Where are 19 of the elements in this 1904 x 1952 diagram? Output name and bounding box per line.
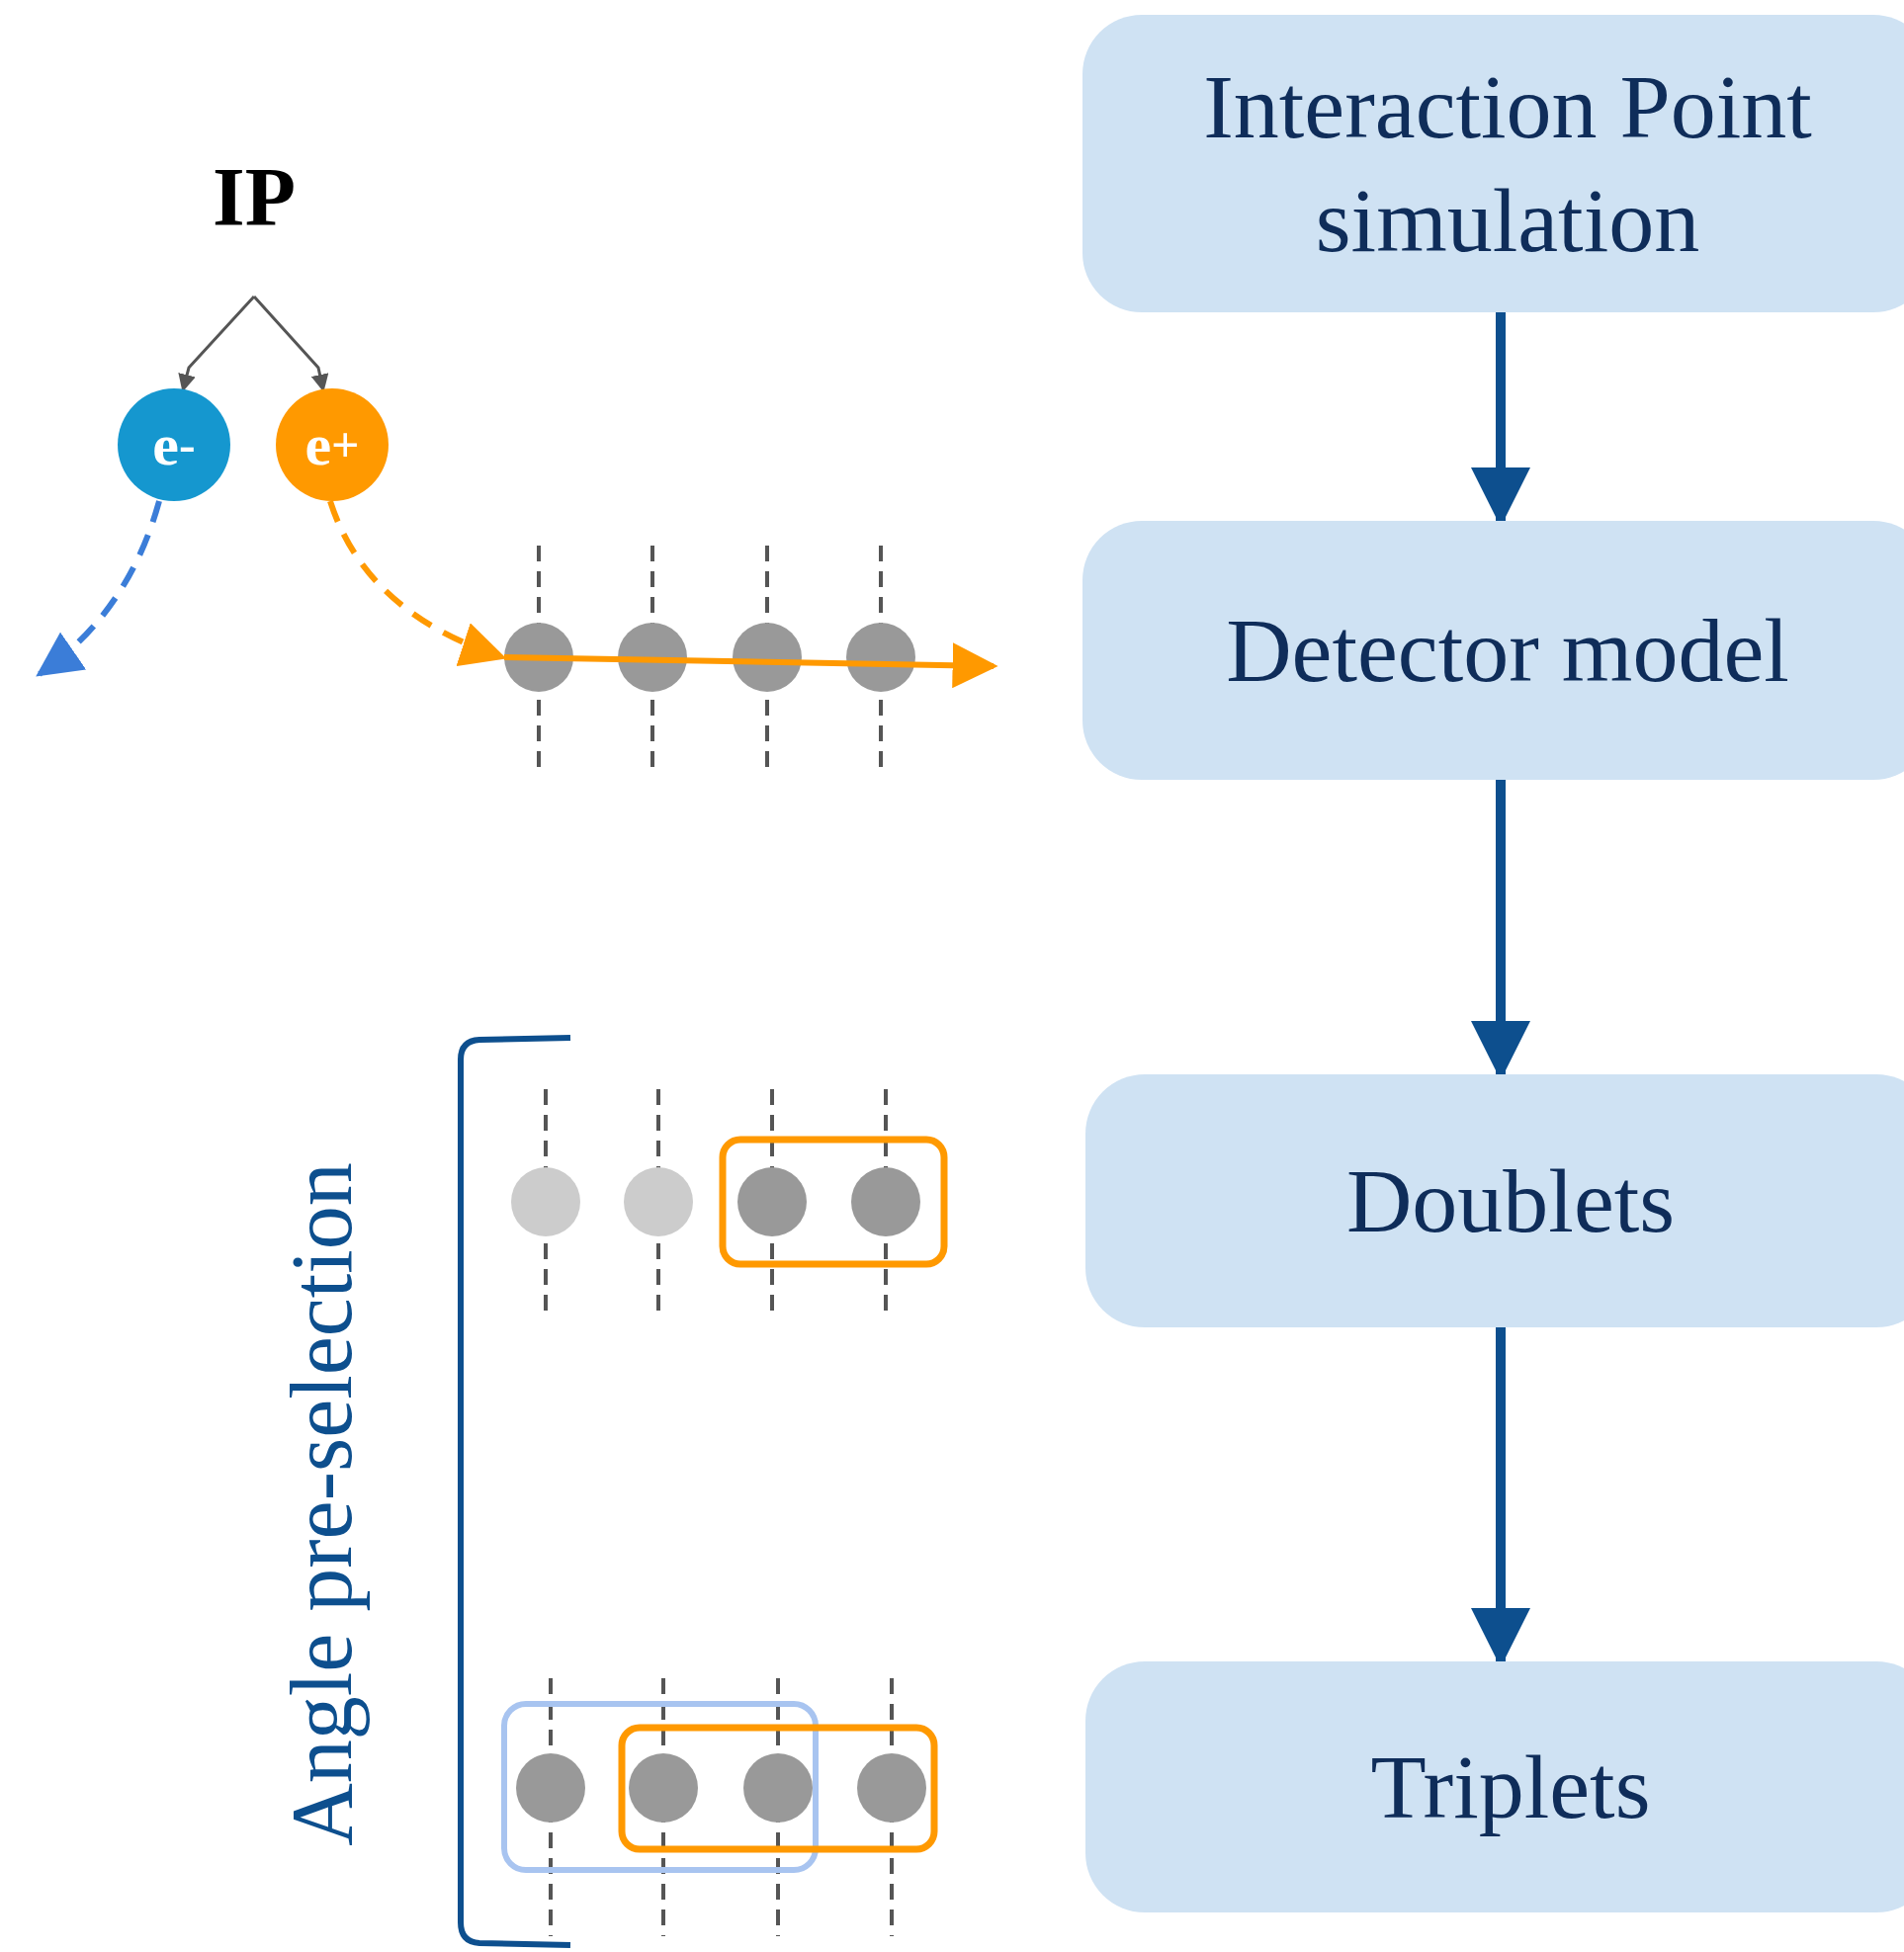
detector-hit: [743, 1753, 813, 1823]
detector-hit: [629, 1753, 698, 1823]
detector-hit: [504, 623, 573, 692]
detector-hit: [857, 1753, 926, 1823]
process-box: Detector model: [1082, 521, 1904, 780]
process-box: Interaction Point simulation: [1082, 15, 1904, 312]
ip-label: IP: [195, 148, 313, 297]
detector-hit: [737, 1167, 807, 1236]
process-box: Triplets: [1085, 1661, 1904, 1912]
process-box: Doublets: [1085, 1074, 1904, 1327]
detector-hit: [624, 1167, 693, 1236]
detector-hit: [851, 1167, 920, 1236]
detector-hit: [733, 623, 802, 692]
side-label: Angle pre-selection: [272, 1162, 371, 1846]
arrow: [36, 500, 162, 677]
detector-hit: [511, 1167, 580, 1236]
detector-hit: [618, 623, 687, 692]
detector-hit: [846, 623, 915, 692]
detector-hit: [516, 1753, 585, 1823]
